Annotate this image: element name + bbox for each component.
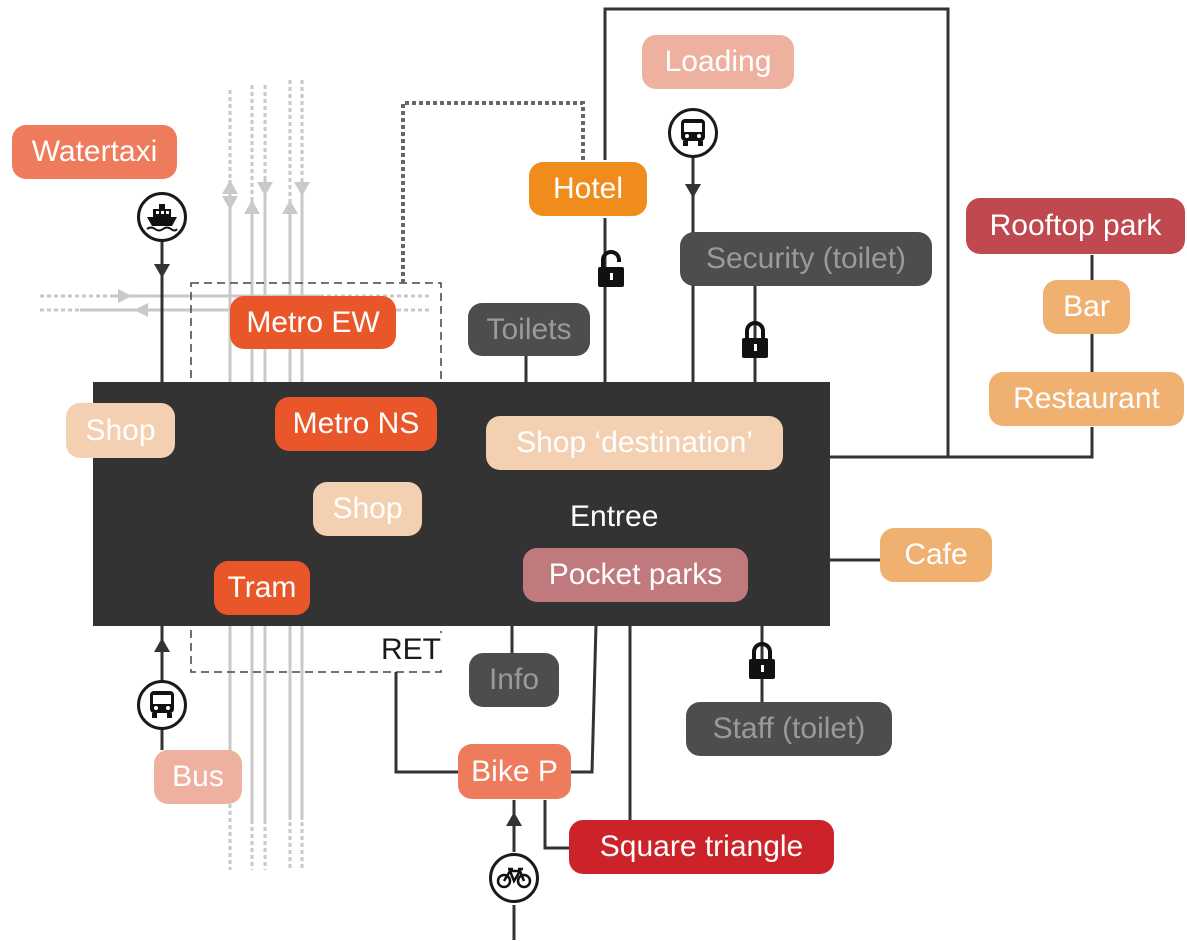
pocket-parks-box: Pocket parks [523, 548, 748, 602]
truck-icon [668, 108, 718, 158]
bike-p-box: Bike P [458, 744, 571, 799]
rooftop-park-box: Rooftop park [966, 198, 1185, 254]
ret-label: RET [378, 633, 444, 667]
staff-toilet-box: Staff (toilet) [686, 702, 892, 756]
bar-box: Bar [1043, 280, 1130, 334]
metro-ns-box: Metro NS [275, 397, 437, 451]
hotel-box: Hotel [529, 162, 647, 216]
square-triangle-box: Square triangle [569, 820, 834, 874]
bicycle-icon [489, 853, 539, 903]
tram-box: Tram [214, 561, 310, 615]
shop-destination-box: Shop ‘destination’ [486, 416, 783, 470]
shop-left-box: Shop [66, 403, 175, 458]
security-toilet-box: Security (toilet) [680, 232, 932, 286]
lock-closed-icon [738, 320, 772, 362]
lock-open-icon [596, 250, 630, 292]
lock-closed-icon [745, 641, 779, 683]
info-box: Info [469, 653, 559, 707]
rail-arrows [118, 180, 310, 317]
ship-icon [137, 192, 187, 242]
bus-icon [137, 680, 187, 730]
watertaxi-box: Watertaxi [12, 125, 177, 179]
metro-ew-box: Metro EW [230, 296, 396, 349]
toilets-box: Toilets [468, 303, 590, 356]
shop-inner-box: Shop [313, 482, 422, 536]
restaurant-box: Restaurant [989, 372, 1184, 426]
loading-box: Loading [642, 35, 794, 89]
dotted-link [401, 101, 585, 283]
cafe-box: Cafe [880, 528, 992, 582]
bus-box: Bus [154, 750, 242, 804]
entree-label: Entree [570, 500, 659, 533]
